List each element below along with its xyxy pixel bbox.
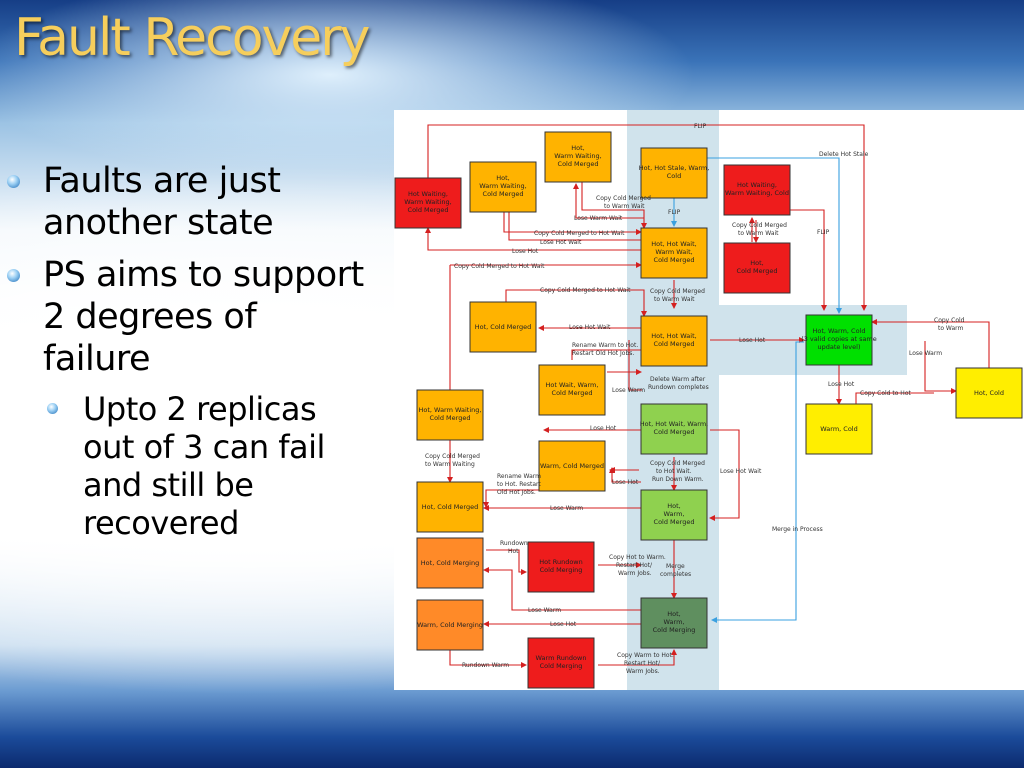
edge-label: Merge in Process bbox=[772, 526, 823, 533]
bullet-ps-aims: PS aims to support 2 degrees of failure bbox=[0, 254, 400, 380]
node-label: Warm, Cold bbox=[820, 425, 857, 433]
edge-label: Lose Hot bbox=[590, 425, 617, 432]
node-label: Hot, Cold Merging bbox=[421, 559, 479, 567]
slide-title: Fault Recovery bbox=[14, 8, 370, 68]
node-hot-cold bbox=[955, 367, 1023, 419]
edge-label: Lose Warm Wait bbox=[574, 215, 623, 222]
state-diagram: Hot Waiting,Warm Waiting,Cold Merged Hot… bbox=[394, 110, 1024, 690]
node-label: Warm, Cold Merging bbox=[417, 621, 483, 629]
node-hot-hot-wait-cold-merged bbox=[640, 315, 708, 367]
node-hot-cold-merged-red bbox=[723, 242, 791, 294]
node-label: Hot Wait, Warm,Cold Merged bbox=[546, 381, 599, 397]
bullet-icon bbox=[7, 175, 20, 188]
node-label: Hot,Warm Waiting,Cold Merged bbox=[554, 144, 601, 168]
node-warm-cold-merging bbox=[416, 599, 484, 651]
node-label: Hot Waiting,Warm Waiting,Cold Merged bbox=[404, 190, 451, 214]
edge-label: Copy Cold Merged to Hot Wait bbox=[534, 230, 625, 237]
bullet-icon bbox=[7, 269, 20, 282]
edge-label: Lose Hot Wait bbox=[540, 239, 582, 246]
node-label: Warm, Cold Merged bbox=[540, 462, 604, 470]
edge-label: Copy Cold to Hot bbox=[860, 390, 911, 397]
edge-label: Rundown Warm bbox=[462, 662, 509, 669]
edge-label: Delete Hot Stale bbox=[819, 151, 869, 158]
node-hot-waiting-warm-waiting-cold bbox=[723, 164, 791, 216]
node-warm-rundown-cold-merging bbox=[527, 637, 595, 689]
node-hot-warm-cold-merging bbox=[640, 597, 708, 649]
blue-edges bbox=[671, 157, 842, 623]
node-labels: Hot Waiting,Warm Waiting,Cold Merged Hot… bbox=[404, 144, 1004, 670]
node-label: Hot, Hot Stale, Warm,Cold bbox=[639, 164, 710, 180]
node-hot-cold-merged-left bbox=[416, 481, 484, 533]
node-label: Hot Waiting,Warm Waiting, Cold bbox=[725, 181, 789, 197]
node-hot-warm-cold-valid bbox=[805, 314, 873, 366]
edge-label: Copy Cold Merged to Hot Wait bbox=[540, 287, 631, 294]
sub-bullet-icon bbox=[47, 403, 58, 414]
edge-label: FLIP bbox=[668, 209, 681, 216]
edge-label: Copy Cold Merged to Hot Wait bbox=[454, 263, 545, 270]
edge-label: Lose Hot Wait bbox=[720, 468, 762, 475]
state-diagram-svg: Hot Waiting,Warm Waiting,Cold Merged Hot… bbox=[394, 110, 1023, 690]
edge-label: Copy Hot to Warm.Restart Hot/Warm Jobs. bbox=[609, 554, 666, 577]
node-label: Hot,Cold Merged bbox=[737, 259, 778, 275]
node-label: Hot, Hot Wait,Cold Merged bbox=[651, 332, 696, 348]
node-hot-hot-stale-warm-cold bbox=[640, 147, 708, 199]
node-hot-cold-merging bbox=[416, 537, 484, 589]
edge-label: Lose Hot Wait bbox=[569, 324, 611, 331]
node-label: Hot, Cold bbox=[974, 389, 1004, 397]
node-label: Hot, Hot Wait, Warm,Cold Merged bbox=[640, 420, 708, 436]
node-hot-hot-wait-warm-wait-cold-merged bbox=[640, 227, 708, 279]
node-label: Hot,Warm,Cold Merged bbox=[654, 502, 695, 526]
node-warm-cold bbox=[805, 403, 873, 455]
edge-label: FLIP bbox=[694, 123, 707, 130]
edge-label: Copy Warm to Hot.Restart Hot/Warm Jobs. bbox=[617, 652, 674, 675]
bullet-faults-state: Faults are just another state bbox=[0, 160, 400, 244]
node-hot-warm-cold-merged bbox=[640, 489, 708, 541]
edge-label: Lose Hot bbox=[739, 337, 766, 344]
node-hot-wait-warm-cold-merged bbox=[538, 364, 606, 416]
edge-label: Lose Hot bbox=[612, 479, 639, 486]
node-hot-rundown-cold-merging bbox=[527, 541, 595, 593]
node-hot-warm-waiting-cold-merged-left bbox=[416, 389, 484, 441]
node-hot-cold-merged-mid bbox=[469, 301, 537, 353]
bullet-list: Faults are just another state PS aims to… bbox=[0, 160, 400, 542]
node-label: Hot, Warm Waiting,Cold Merged bbox=[419, 406, 482, 422]
edge-label: Lose Hot bbox=[550, 621, 577, 628]
node-warm-cold-merged bbox=[538, 440, 606, 492]
node-label: Hot, Cold Merged bbox=[422, 503, 478, 511]
edge-label: Lose Warm bbox=[550, 505, 583, 512]
edge-label: Lose Hot bbox=[512, 248, 539, 255]
nodes bbox=[394, 131, 1023, 689]
node-hot-hot-wait-warm-cold-merged bbox=[640, 403, 708, 455]
edge-label: FLIP bbox=[817, 229, 830, 236]
node-label: Hot,Warm,Cold Merging bbox=[653, 610, 696, 634]
edge-label: Rename Warm to Hot.Restart Old Hot Jobs. bbox=[572, 342, 638, 357]
edge-label: Lose Warm bbox=[528, 607, 561, 614]
node-label: Hot, Hot Wait,Warm Wait,Cold Merged bbox=[651, 240, 696, 264]
node-hot-waiting-warm-waiting-cold-merged bbox=[394, 177, 462, 229]
edge-label: Lose Warm bbox=[612, 387, 645, 394]
node-label: Hot,Warm Waiting,Cold Merged bbox=[479, 174, 526, 198]
node-hot-warm-waiting-cold-merged bbox=[469, 161, 537, 213]
node-label: Hot, Cold Merged bbox=[475, 323, 531, 331]
edge-label: Lose Warm bbox=[909, 350, 942, 357]
node-hot-warm-waiting-cold-merged-top bbox=[544, 131, 612, 183]
edge-label: Lose Hot bbox=[828, 381, 855, 388]
sub-bullet-replicas: Upto 2 replicas out of 3 can fail and st… bbox=[0, 390, 400, 542]
